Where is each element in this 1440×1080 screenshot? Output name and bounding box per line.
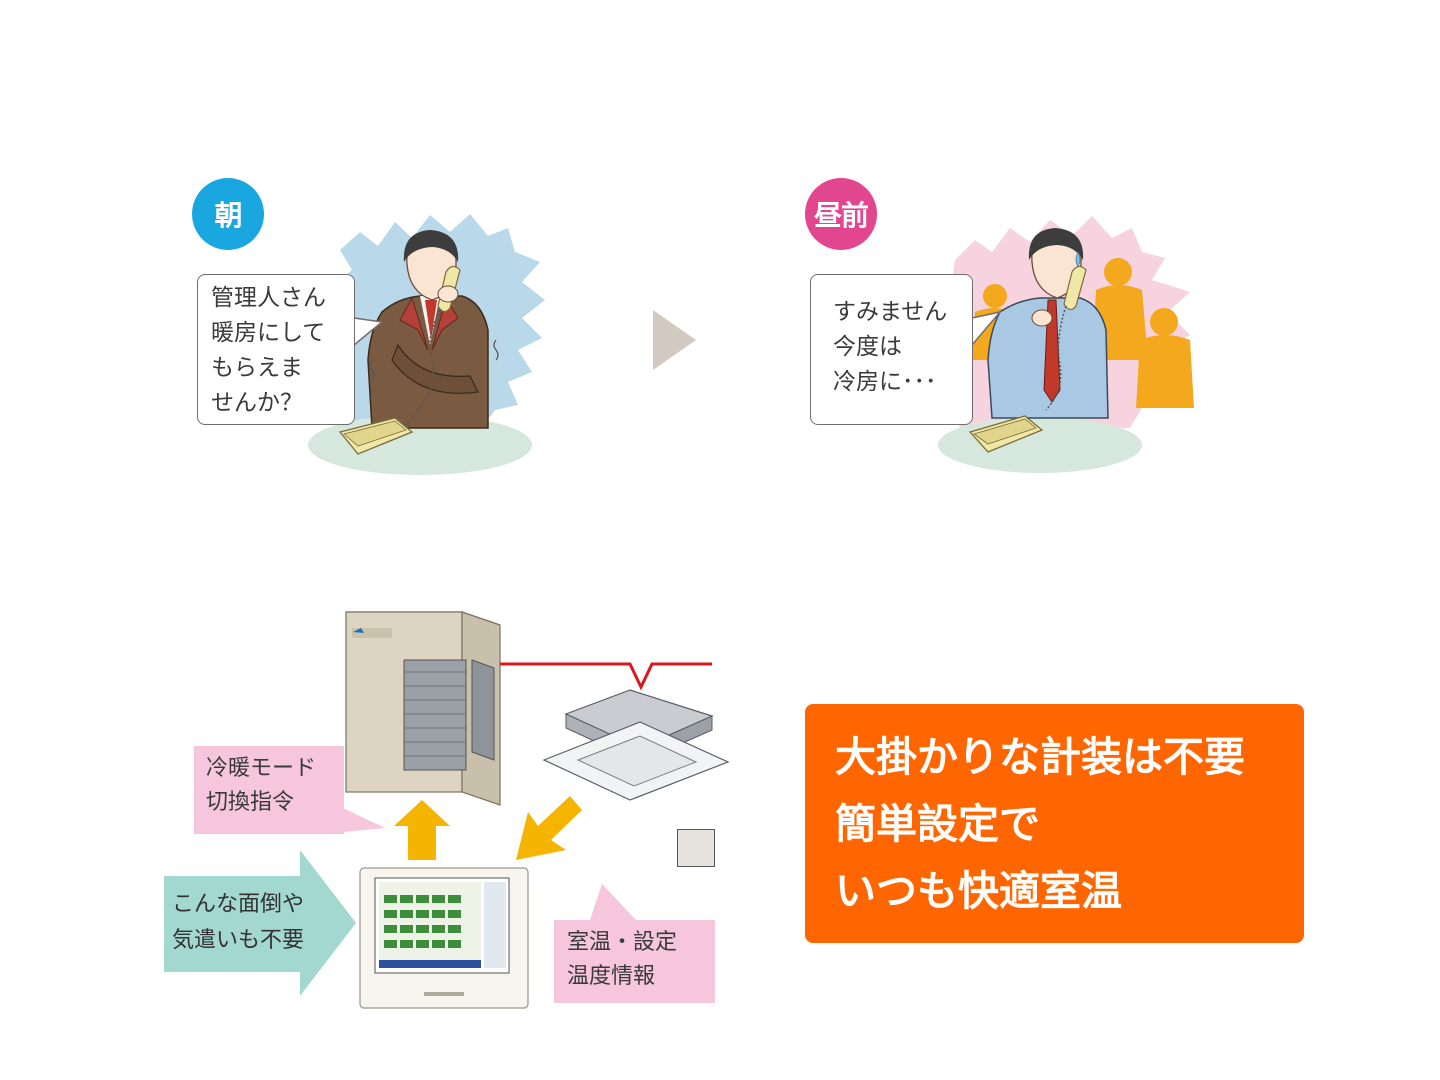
morning-speech-bubble: 管理人さん 暖房にして もらえま せんか？ — [197, 274, 355, 425]
up-arrow — [394, 800, 450, 860]
temperature-info-label: 室温・設定 温度情報 — [554, 920, 715, 1003]
morning-scene-illustration — [308, 214, 545, 475]
suit — [367, 295, 489, 429]
no-hassle-label: こんな面倒や 気遣いも不要 — [172, 892, 305, 953]
noon-scene-illustration — [938, 216, 1194, 473]
transition-arrow — [653, 310, 696, 370]
outdoor-unit — [345, 611, 501, 806]
down-left-arrow — [516, 796, 582, 860]
bystanders — [972, 258, 1194, 408]
teal-arrow — [164, 850, 356, 996]
noon-speech-bubble: すみません 今度は 冷房に･･･ — [810, 274, 973, 425]
indoor-cassette-unit — [542, 689, 730, 801]
desk — [938, 417, 1142, 473]
legend-square — [677, 829, 715, 867]
mode-switch-label: 冷暖モード 切換指令 — [194, 746, 344, 834]
highlight-box: 大掛かりな計装は不要 簡単設定で いつも快適室温 — [805, 704, 1304, 943]
refrigerant-pipe — [500, 662, 712, 691]
phone-handset — [1063, 265, 1087, 311]
morning-badge: 朝 — [192, 178, 264, 250]
central-controller — [359, 867, 529, 1009]
noon-badge: 昼前 — [805, 178, 877, 250]
